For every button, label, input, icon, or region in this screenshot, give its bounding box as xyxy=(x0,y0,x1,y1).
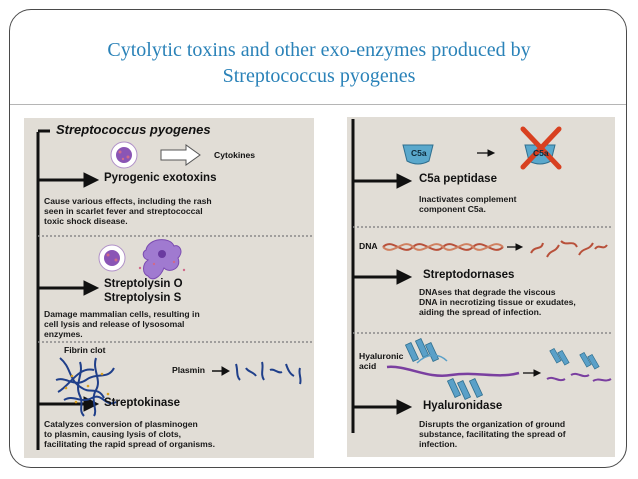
fibrin-dots xyxy=(64,372,110,404)
right-figure-panel: C5a C5a C5a peptidase Inactivates comple… xyxy=(347,117,615,457)
left-figure-graphics xyxy=(36,129,312,450)
red-cross-icon xyxy=(520,126,562,170)
slide-frame xyxy=(9,9,627,468)
lysed-cell-icon xyxy=(138,239,186,280)
streptolysin-s-title: Streptolysin S xyxy=(104,292,182,304)
c5a-peptidase-title: C5a peptidase xyxy=(419,173,497,185)
pyrogenic-exotoxins-title: Pyrogenic exotoxins xyxy=(104,172,217,184)
streptokinase-description: Catalyzes conversion of plasminogen to p… xyxy=(44,419,215,449)
hyaluronic-label-line-2: acid xyxy=(359,361,377,371)
organism-label: Streptococcus pyogenes xyxy=(56,122,211,137)
fibrin-clot-icon xyxy=(55,357,117,417)
streptodornases-title: Streptodornases xyxy=(423,269,515,281)
c5a-peptidase-description: Inactivates complement component C5a. xyxy=(419,194,516,214)
plasmin-label: Plasmin xyxy=(172,365,205,375)
pyrogenic-description: Cause various effects, including the ras… xyxy=(44,196,212,226)
cytokines-label: Cytokines xyxy=(214,150,256,160)
hyaluronic-label-line-1: Hyaluronic xyxy=(359,351,404,361)
streptolysin-desc-line-3: enzymes. xyxy=(44,329,83,339)
right-figure-graphics xyxy=(351,119,613,433)
streptokinase-desc-line-3: facilitating the rapid spread of organis… xyxy=(44,439,215,449)
pyrogenic-desc-line-1: Cause various effects, including the ras… xyxy=(44,196,212,206)
hyaluronic-acid-label: Hyaluronic acid xyxy=(359,351,403,371)
streptolysin-description: Damage mammalian cells, resulting in cel… xyxy=(44,309,200,339)
c5a-cleaved-label: C5a xyxy=(533,148,549,158)
dornase-desc-line-2: DNA in necrotizing tissue or exudates, xyxy=(419,297,576,307)
c5a-molecule-icon xyxy=(402,144,434,165)
c5a-label: C5a xyxy=(411,148,427,158)
title-line-1: Cytolytic toxins and other exo-enzymes p… xyxy=(107,39,531,61)
dornase-desc-line-1: DNAses that degrade the viscous xyxy=(419,287,556,297)
peptidase-desc-line-2: component C5a. xyxy=(419,204,486,214)
arrow-pyrogenic xyxy=(38,172,100,188)
plasmin-arrow xyxy=(212,366,231,376)
bacterium-cell-2 xyxy=(98,244,126,272)
fibrin-clot-label: Fibrin clot xyxy=(64,345,106,355)
streptolysin-desc-line-1: Damage mammalian cells, resulting in xyxy=(44,309,200,319)
hyaluronidase-desc-line-1: Disrupts the organization of ground xyxy=(419,419,566,429)
title-divider xyxy=(10,104,626,105)
hyaluronidase-desc-line-2: substance, facilitating the spread of xyxy=(419,429,566,439)
streptodornases-description: DNAses that degrade the viscous DNA in n… xyxy=(419,287,576,317)
dna-fragments-icon xyxy=(530,240,608,258)
hyaluronic-fragments-icon xyxy=(546,347,612,382)
arrow-hyaluronidase xyxy=(353,399,413,415)
slide-title: Cytolytic toxins and other exo-enzymes p… xyxy=(30,37,608,89)
c5a-arrow xyxy=(477,149,496,157)
dna-helix-icon xyxy=(382,243,504,251)
fibrin-fragments-icon xyxy=(235,361,302,385)
streptokinase-title: Streptokinase xyxy=(104,397,181,409)
pyrogenic-desc-line-3: toxic shock disease. xyxy=(44,216,128,226)
dornase-desc-line-3: aiding the spread of infection. xyxy=(419,307,542,317)
hyaluronidase-description: Disrupts the organization of ground subs… xyxy=(419,419,566,449)
cytokines-arrow-icon xyxy=(160,144,201,166)
hyaluronic-acid-icon xyxy=(386,338,520,400)
pyrogenic-desc-line-2: seen in scarlet fever and streptococcal xyxy=(44,206,203,216)
title-line-2: Streptococcus pyogenes xyxy=(222,65,416,87)
hyaluronidase-title: Hyaluronidase xyxy=(423,400,503,412)
dna-arrow xyxy=(507,243,524,251)
bacterium-cell-1 xyxy=(110,141,138,169)
streptolysin-desc-line-2: cell lysis and release of lysosomal xyxy=(44,319,185,329)
streptolysin-o-title: Streptolysin O xyxy=(104,278,183,290)
peptidase-desc-line-1: Inactivates complement xyxy=(419,194,517,204)
hyaluronidase-desc-line-3: infection. xyxy=(419,439,458,449)
hyaluronic-arrow xyxy=(523,369,542,377)
dna-label: DNA xyxy=(359,241,378,251)
arrow-c5a-peptidase xyxy=(353,173,413,189)
arrow-streptodornases xyxy=(353,269,413,285)
streptokinase-desc-line-2: to plasmin, causing lysis of clots, xyxy=(44,429,182,439)
arrow-streptolysin xyxy=(38,280,100,296)
streptokinase-desc-line-1: Catalyzes conversion of plasminogen xyxy=(44,419,198,429)
left-figure-panel: Streptococcus pyogenes xyxy=(24,118,314,458)
